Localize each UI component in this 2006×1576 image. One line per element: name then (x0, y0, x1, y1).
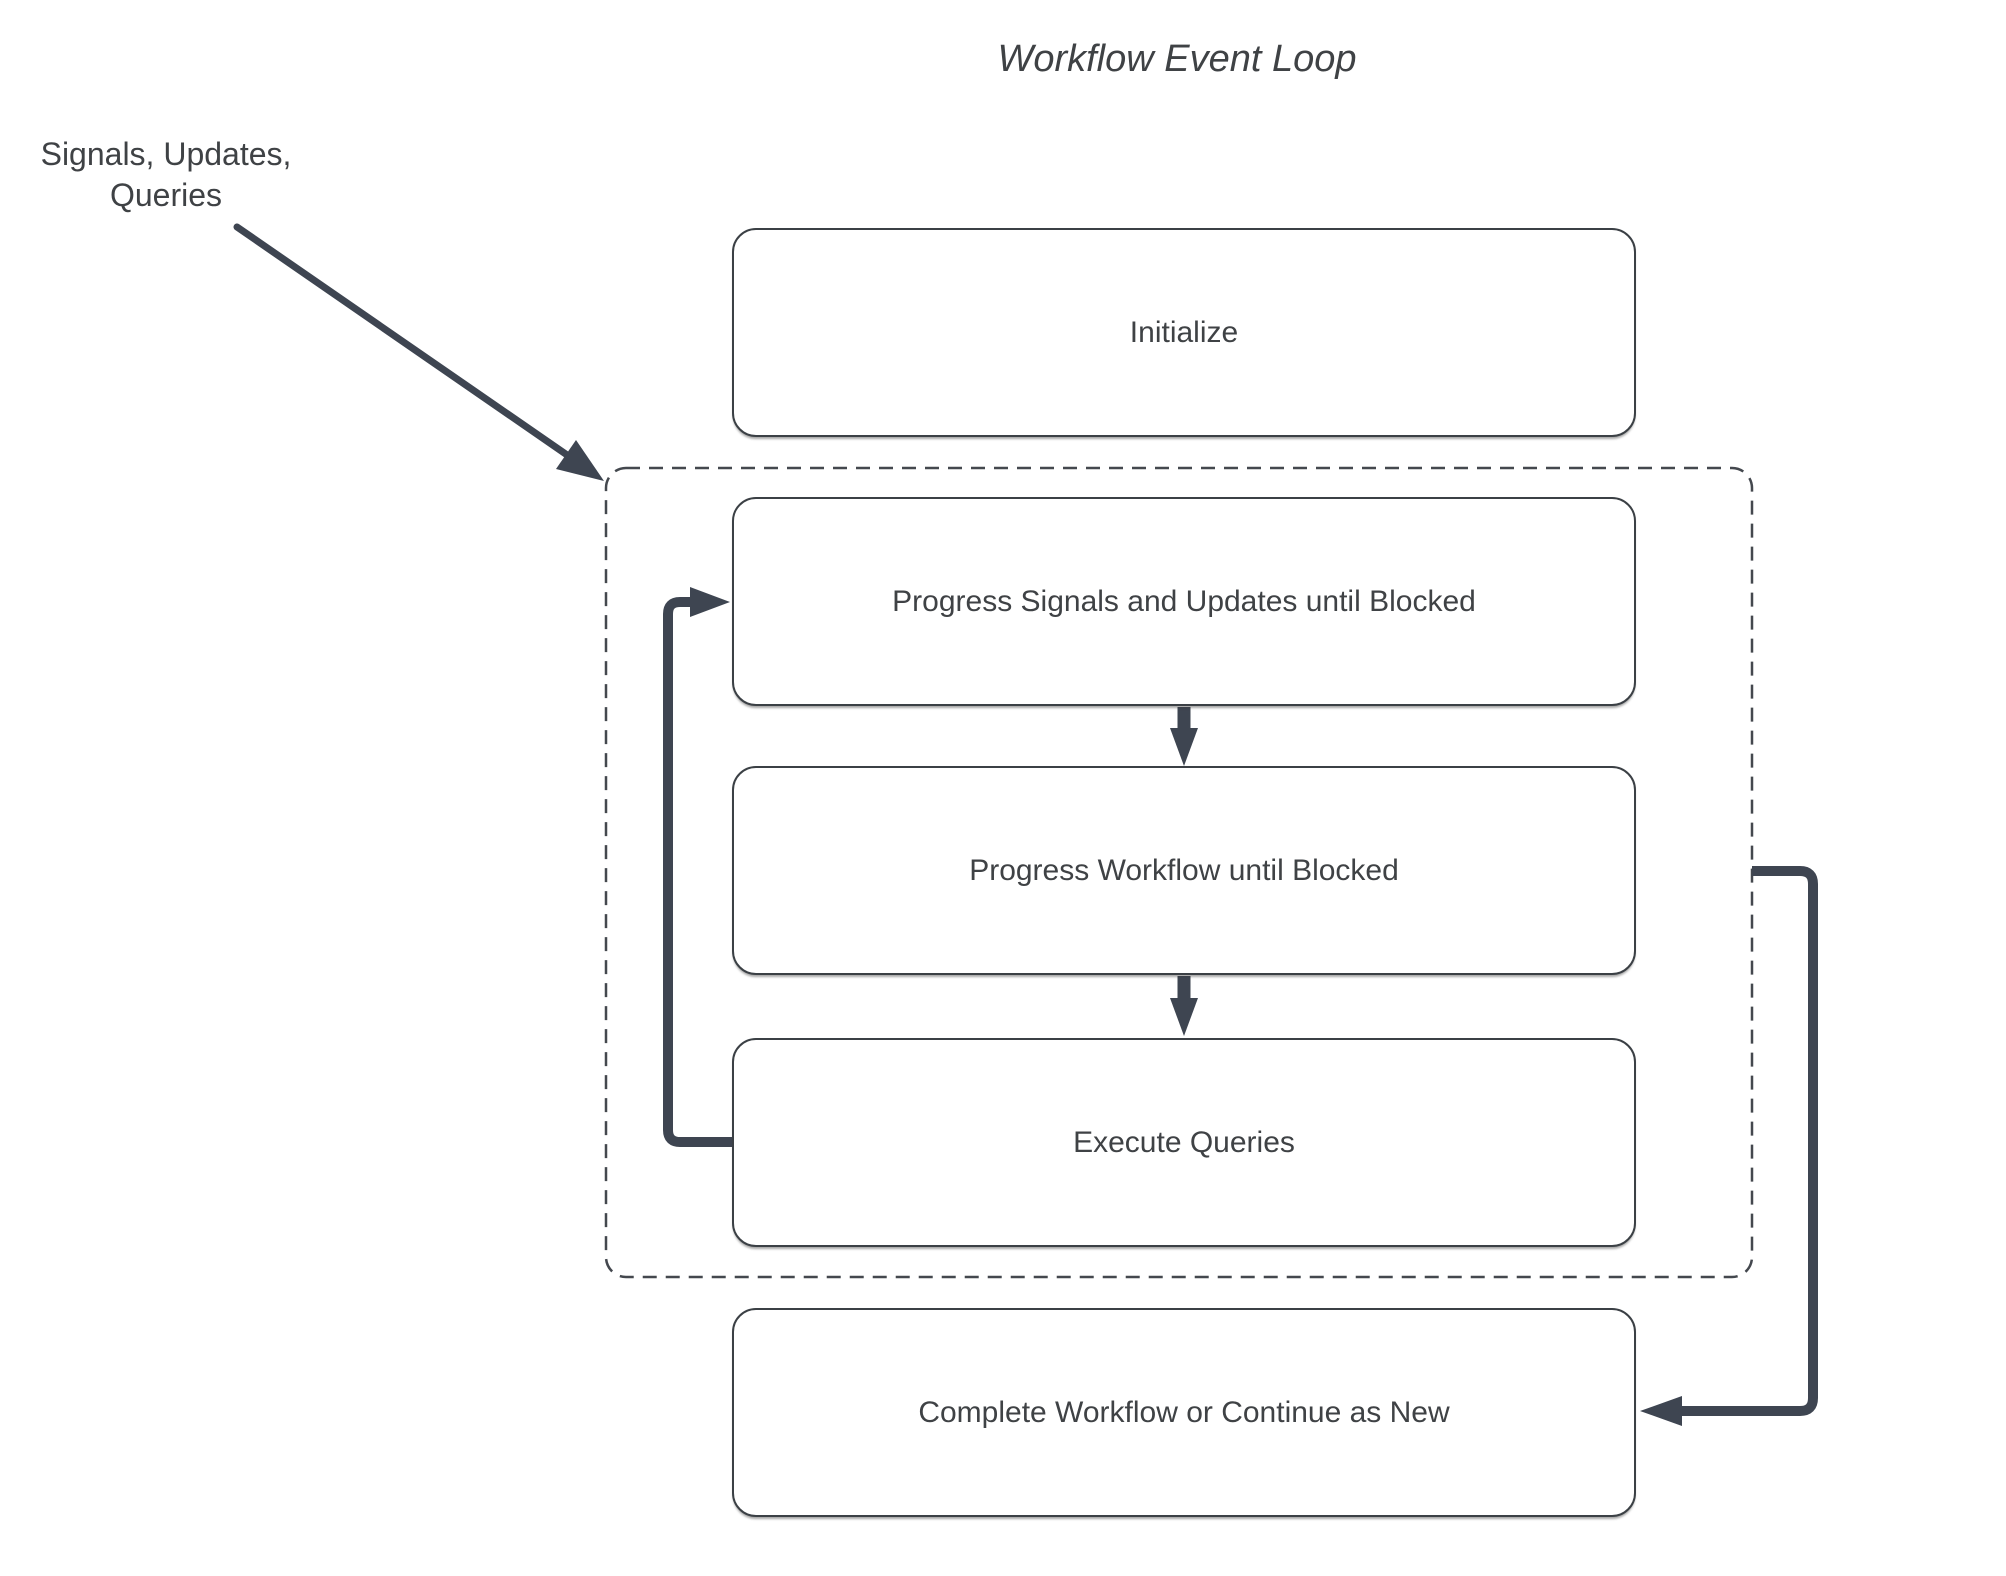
external-input-label-line1: Signals, Updates, (40, 136, 292, 172)
arrow-workflow-to-queries-head (1170, 998, 1198, 1036)
arrow-progress-signals-to-workflow-head (1170, 728, 1198, 766)
arrow-queries-loopback-head (690, 587, 730, 617)
external-input-label-line2: Queries (109, 177, 223, 213)
external-input-label: Signals, Updates, Queries (26, 134, 306, 216)
node-complete-workflow: Complete Workflow or Continue as New (732, 1308, 1636, 1517)
node-progress-signals-updates: Progress Signals and Updates until Block… (732, 497, 1636, 706)
arrow-loop-to-complete-line (1682, 866, 1818, 1416)
node-progress-workflow: Progress Workflow until Blocked (732, 766, 1636, 975)
diagram-title: Workflow Event Loop (997, 38, 1357, 80)
arrow-queries-loopback-line (663, 597, 732, 1147)
node-execute-queries: Execute Queries (732, 1038, 1636, 1247)
arrow-signals-to-loop-head (556, 440, 604, 481)
arrow-loop-to-complete-head (1640, 1396, 1682, 1426)
arrow-signals-to-loop-line (233, 223, 574, 461)
node-initialize: Initialize (732, 228, 1636, 437)
